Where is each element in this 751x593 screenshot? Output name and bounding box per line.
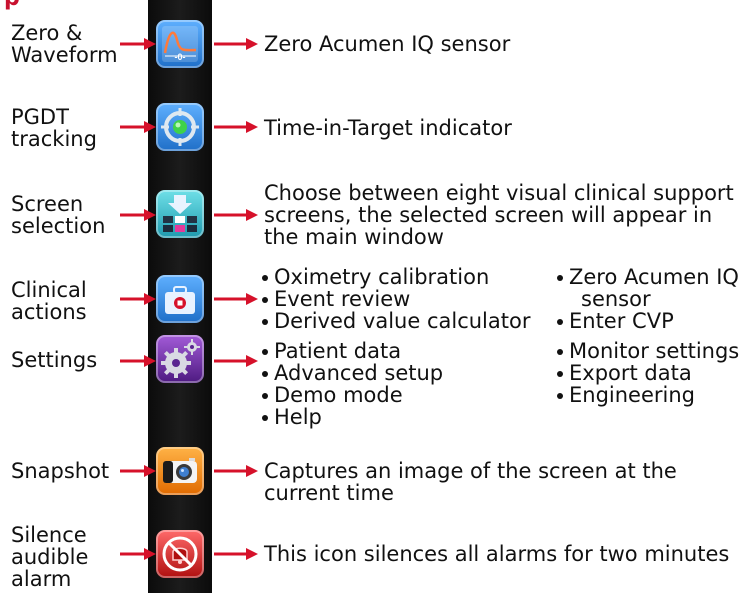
row-desc-snapshot: Captures an image of the screen at the c… — [264, 459, 677, 505]
silence-alarm-button[interactable] — [156, 530, 204, 578]
row-desc-pgdt: Time-in-Target indicator — [264, 116, 512, 140]
arrow-right-icon — [214, 209, 258, 221]
settings-button[interactable] — [156, 335, 204, 383]
list-item: Engineering — [557, 384, 739, 406]
arrow-right-icon — [120, 465, 156, 477]
arrow-right-icon — [120, 548, 156, 560]
list-item: Demo mode — [262, 384, 443, 406]
list-item: Advanced setup — [262, 362, 443, 384]
list-item: Patient data — [262, 340, 443, 362]
row-label-pgdt: PGDT tracking — [11, 105, 97, 151]
row-label-zero-waveform: Zero & Waveform — [11, 21, 118, 67]
zero-tile-glyph: -0- — [175, 52, 186, 62]
list-item: Export data — [557, 362, 739, 384]
bell-muted-icon — [162, 536, 198, 572]
arrow-right-icon — [214, 38, 258, 50]
camera-icon — [163, 458, 197, 483]
row-label-settings: Settings — [11, 348, 98, 372]
row-label-screen-selection: Screen selection — [11, 192, 106, 238]
arrow-right-icon — [214, 293, 258, 305]
row-label-silence-alarm: Silence audible alarm — [11, 523, 89, 591]
list-item: Monitor settings — [557, 340, 739, 362]
medical-case-icon — [165, 286, 195, 314]
header-title-fragment: p — [4, 0, 20, 11]
arrow-right-icon — [214, 548, 258, 560]
row-label-snapshot: Snapshot — [11, 459, 110, 483]
arrow-right-icon — [214, 465, 258, 477]
settings-list-right: Monitor settings Export data Engineering — [557, 340, 739, 406]
list-item: Event review — [262, 288, 530, 310]
row-desc-zero-waveform: Zero Acumen IQ sensor — [264, 32, 511, 56]
waveform-zero-icon: -0- — [162, 26, 198, 62]
list-item-continuation: sensor — [581, 287, 651, 311]
target-crosshair-icon — [161, 108, 199, 146]
list-item: Derived value calculator — [262, 310, 530, 332]
zero-waveform-button[interactable]: -0- — [156, 20, 204, 68]
arrow-right-icon — [120, 293, 156, 305]
screen-grid-icon — [163, 195, 197, 232]
arrow-right-icon — [120, 38, 156, 50]
screen-selection-button[interactable] — [156, 190, 204, 238]
arrow-right-icon — [120, 355, 156, 367]
list-item: Help — [262, 406, 443, 428]
arrow-right-icon — [214, 355, 258, 367]
settings-list-left: Patient data Advanced setup Demo mode He… — [262, 340, 443, 428]
arrow-right-icon — [120, 209, 156, 221]
arrow-right-icon — [120, 121, 156, 133]
clinical-actions-list-right: Zero Acumen IQ sensor Enter CVP — [557, 266, 739, 332]
snapshot-button[interactable] — [156, 447, 204, 495]
row-desc-screen-selection: Choose between eight visual clinical sup… — [264, 181, 734, 249]
arrow-right-icon — [214, 121, 258, 133]
row-label-clinical-actions: Clinical actions — [11, 278, 87, 324]
list-item: Oximetry calibration — [262, 266, 530, 288]
list-item: Enter CVP — [557, 310, 739, 332]
clinical-actions-button[interactable] — [156, 275, 204, 323]
list-item: Zero Acumen IQ — [557, 266, 739, 288]
pgdt-tracking-button[interactable] — [156, 103, 204, 151]
gears-icon — [161, 339, 200, 378]
clinical-actions-list-left: Oximetry calibration Event review Derive… — [262, 266, 530, 332]
row-desc-silence-alarm: This icon silences all alarms for two mi… — [264, 542, 730, 566]
